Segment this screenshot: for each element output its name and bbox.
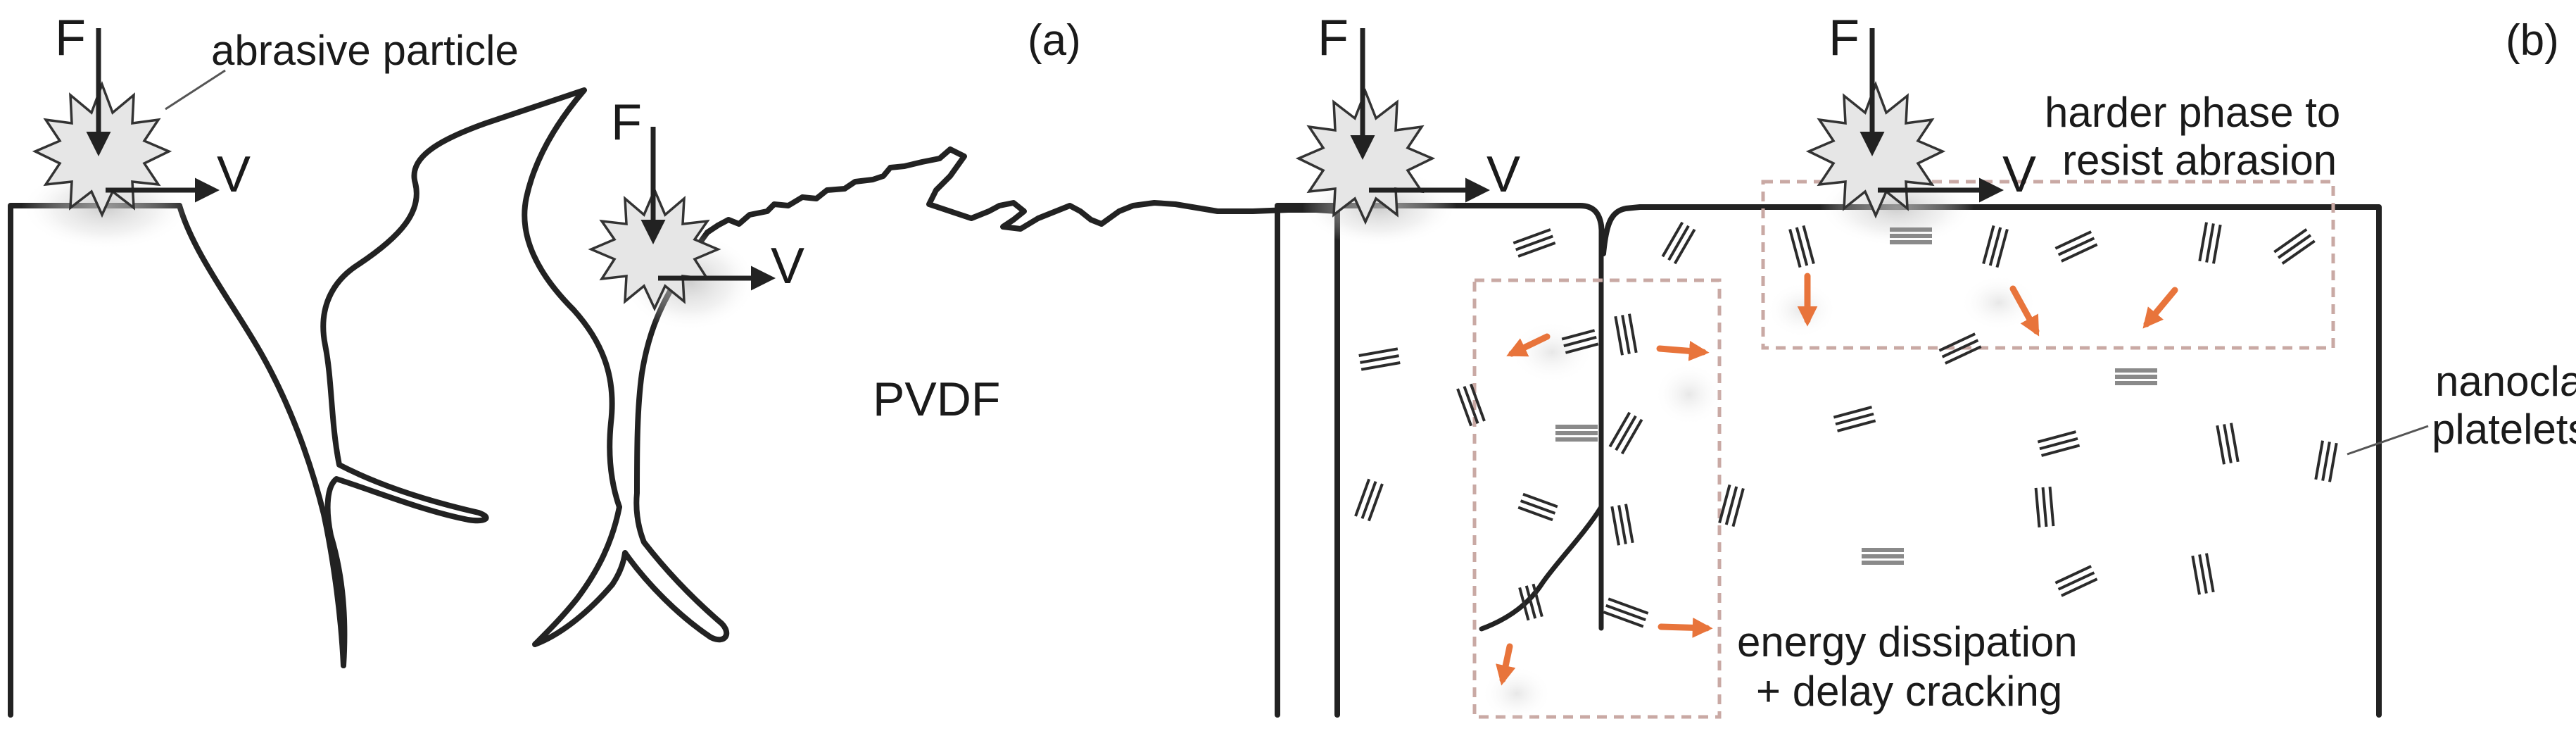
platelet bbox=[1788, 225, 1815, 268]
platelet bbox=[2198, 222, 2222, 264]
platelet bbox=[1982, 225, 2009, 268]
platelet bbox=[1608, 411, 1643, 455]
platelet bbox=[2037, 430, 2081, 457]
panel-a-material-label: PVDF bbox=[873, 373, 1000, 426]
nanoclay-platelets bbox=[1354, 221, 2338, 628]
platelet bbox=[1833, 406, 1876, 432]
platelet bbox=[2191, 553, 2215, 595]
dissipation-arrow bbox=[1658, 617, 1713, 638]
panel-b-label: (b) bbox=[2506, 16, 2559, 65]
dissipation-arrows bbox=[1496, 273, 2178, 686]
dissipation-glow bbox=[1510, 320, 1594, 384]
panel-a-crack-right bbox=[532, 230, 730, 647]
platelet bbox=[1561, 329, 1599, 354]
platelet bbox=[1517, 492, 1558, 522]
velocity-label: V bbox=[217, 146, 251, 203]
force-label: F bbox=[611, 94, 642, 151]
dissipation-glow bbox=[1482, 666, 1552, 722]
panel-a-crack-left bbox=[177, 203, 346, 668]
platelet bbox=[1610, 504, 1634, 546]
panel-a-label: (a) bbox=[1028, 16, 1081, 65]
platelet bbox=[1890, 227, 1932, 244]
dissipation-arrow bbox=[2009, 285, 2040, 337]
dissipation-arrow bbox=[2142, 287, 2178, 329]
nanoclay-label-line2: platelets bbox=[2432, 406, 2576, 453]
velocity-label: V bbox=[1486, 146, 1520, 203]
platelet bbox=[1513, 228, 1556, 258]
abrasive-particle-label: abrasive particle bbox=[211, 27, 519, 74]
panel-a-fragment-left bbox=[320, 87, 622, 668]
panel-b-surface-right bbox=[1600, 204, 2382, 718]
panel-b-material-outline bbox=[1275, 203, 1606, 718]
platelet bbox=[1614, 313, 1638, 356]
panel-b-branch-crack bbox=[1479, 504, 1604, 632]
platelet bbox=[2054, 230, 2098, 263]
platelet bbox=[2054, 565, 2098, 597]
panel-a: (a) PVDF F V abrasive particle bbox=[8, 10, 1340, 718]
panel-b-particle-1: F V bbox=[1295, 10, 1520, 246]
platelet bbox=[1555, 425, 1598, 442]
abrasive-particle-icon bbox=[588, 187, 721, 312]
hard-phase-region bbox=[1761, 180, 2335, 350]
dissipation-arrow bbox=[1506, 333, 1551, 357]
nanoclay-label-line1: nanoclay bbox=[2435, 358, 2576, 405]
platelet bbox=[2273, 228, 2316, 265]
panel-a-surface-left bbox=[8, 203, 182, 718]
platelet bbox=[2115, 368, 2157, 385]
hard-phase-label-line1: harder phase to bbox=[2045, 89, 2340, 136]
force-label: F bbox=[55, 10, 86, 66]
dissipation-arrow bbox=[1656, 341, 1710, 361]
energy-label-line1: energy dissipation bbox=[1737, 618, 2078, 666]
energy-label-line2: + delay cracking bbox=[1756, 668, 2062, 715]
force-label: F bbox=[1829, 10, 1860, 66]
platelet bbox=[1354, 478, 1384, 522]
platelet bbox=[2314, 440, 2338, 482]
platelet bbox=[2034, 487, 2055, 527]
velocity-label: V bbox=[771, 238, 804, 294]
platelet bbox=[1661, 221, 1696, 265]
platelet bbox=[1603, 597, 1649, 628]
dissipation-glow bbox=[1767, 282, 1837, 338]
platelet bbox=[1938, 332, 1982, 365]
energy-dissipation-region bbox=[1472, 278, 1722, 719]
platelet bbox=[2216, 423, 2240, 465]
platelet bbox=[1718, 484, 1745, 527]
velocity-label: V bbox=[2002, 146, 2036, 203]
panel-b-particle-2: F V bbox=[1805, 10, 2036, 246]
platelet bbox=[1456, 383, 1486, 427]
panel-a-particle-1: F V abrasive particle bbox=[21, 10, 519, 250]
nanoclay-leader-line bbox=[2347, 425, 2429, 456]
dissipation-glow bbox=[1654, 363, 1724, 426]
force-label: F bbox=[1318, 10, 1349, 66]
hard-phase-label-line2: resist abrasion bbox=[2062, 137, 2337, 184]
dissipation-glow bbox=[1960, 275, 2038, 331]
panel-a-particle-2: F V bbox=[588, 94, 804, 331]
particle-leader-line bbox=[165, 69, 226, 111]
platelet bbox=[1862, 548, 1904, 565]
dissipation-arrow bbox=[1496, 643, 1516, 686]
panel-b: (b) F V F V bbox=[1275, 10, 2576, 722]
panel-a-surface-right bbox=[705, 146, 1340, 718]
platelet bbox=[1518, 583, 1543, 621]
platelet bbox=[1358, 347, 1401, 371]
